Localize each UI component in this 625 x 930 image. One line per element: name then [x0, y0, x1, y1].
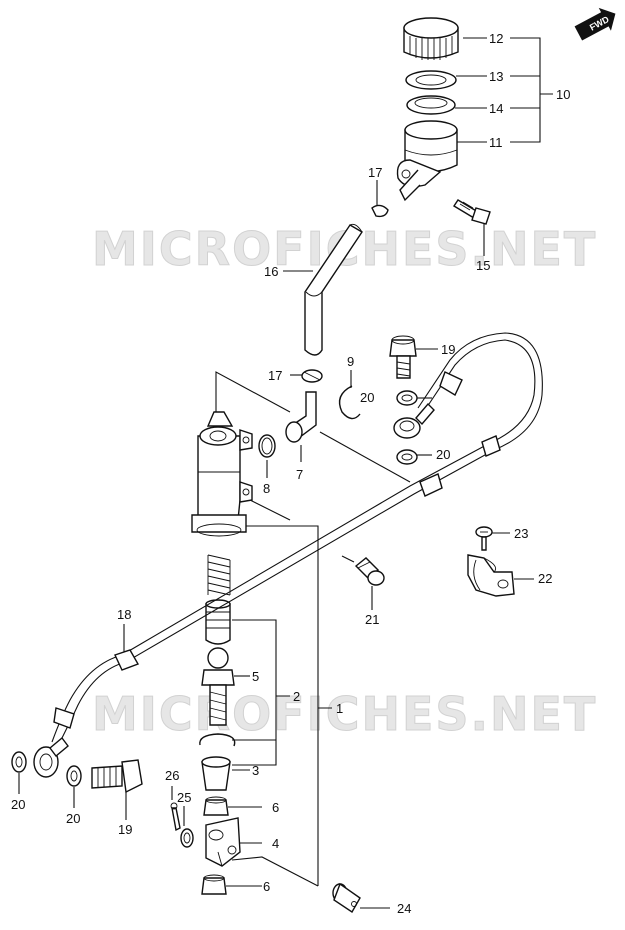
callout-25: 25	[177, 790, 191, 805]
guide-line-5	[341, 555, 355, 563]
guide-line-4	[231, 856, 319, 887]
callout-8: 8	[263, 481, 270, 496]
callout-16: 16	[264, 264, 278, 279]
banjo-bolt-19-upper	[389, 335, 417, 379]
callout-10: 10	[556, 87, 570, 102]
fwd-arrow-icon: FWD	[574, 7, 616, 41]
hose-connector-7	[285, 391, 317, 443]
watermark-bottom: MICROFICHES.NET	[92, 687, 597, 741]
callout-14: 14	[489, 101, 503, 116]
sealing-washer-20-d	[66, 765, 82, 787]
guide-line-1	[215, 371, 291, 413]
clevis-pin-24	[332, 882, 361, 913]
callout-11: 11	[489, 135, 503, 150]
circlip-9	[338, 385, 361, 420]
hose-clamp-17-upper	[371, 204, 389, 218]
callout-1: 1	[336, 701, 343, 716]
callout-2: 2	[293, 689, 300, 704]
o-ring-8	[258, 434, 276, 458]
callout-19-lower: 19	[118, 822, 132, 837]
hose-clamp-17-lower	[301, 369, 323, 383]
bracket-1	[246, 525, 332, 886]
callout-23: 23	[514, 526, 528, 541]
sealing-washer-20-b	[396, 449, 418, 465]
push-rod-5	[201, 647, 235, 726]
hose-clamp-22	[467, 554, 515, 597]
callout-17-lower: 17	[268, 368, 282, 383]
callout-9: 9	[347, 354, 354, 369]
callout-15: 15	[476, 258, 490, 273]
guide-line-3	[249, 499, 291, 521]
callout-4: 4	[272, 836, 279, 851]
cotter-pin-26	[170, 802, 181, 832]
callout-26: 26	[165, 768, 179, 783]
circlip-3	[199, 733, 236, 747]
sealing-washer-20-c	[11, 751, 27, 773]
reservoir-plate-13	[405, 70, 457, 90]
callout-20-c: 20	[11, 797, 25, 812]
callout-20-a: 20	[360, 390, 374, 405]
return-spring	[207, 554, 231, 596]
nut-6-upper	[203, 796, 229, 816]
callout-17-upper: 17	[368, 165, 382, 180]
callout-5: 5	[252, 669, 259, 684]
nut-6-lower	[201, 874, 227, 895]
banjo-bolt-19-lower	[91, 759, 143, 794]
callout-6-lower: 6	[263, 879, 270, 894]
piston-2	[205, 599, 231, 645]
callout-19-upper: 19	[441, 342, 455, 357]
callout-20-d: 20	[66, 811, 80, 826]
mounting-bolt-21	[354, 557, 385, 586]
screw-23	[475, 526, 493, 551]
callout-6-upper: 6	[272, 800, 279, 815]
callout-7: 7	[296, 467, 303, 482]
dust-boot-3	[201, 756, 231, 791]
callout-18: 18	[117, 607, 131, 622]
callout-13: 13	[489, 69, 503, 84]
bracket-2	[232, 619, 290, 766]
banjo-fitting-upper	[393, 402, 435, 439]
brake-hose-18	[51, 332, 543, 747]
washer-25	[180, 828, 194, 848]
callout-24: 24	[397, 901, 411, 916]
reservoir-tank-11	[396, 120, 458, 202]
callout-22: 22	[538, 571, 552, 586]
reservoir-diaphragm-14	[406, 95, 456, 115]
reservoir-hose-16	[304, 223, 363, 356]
banjo-fitting-lower	[33, 736, 69, 778]
reservoir-bolt-15	[453, 199, 491, 225]
reservoir-group-bracket	[510, 37, 553, 143]
callout-20-b: 20	[436, 447, 450, 462]
guide-line-2	[319, 431, 411, 483]
callout-3: 3	[252, 763, 259, 778]
clevis-4	[205, 817, 241, 867]
callout-21: 21	[365, 612, 379, 627]
sealing-washer-20-a	[396, 390, 418, 406]
callout-12: 12	[489, 31, 503, 46]
master-cylinder-body-1	[191, 411, 253, 537]
reservoir-cap-12	[403, 17, 459, 60]
